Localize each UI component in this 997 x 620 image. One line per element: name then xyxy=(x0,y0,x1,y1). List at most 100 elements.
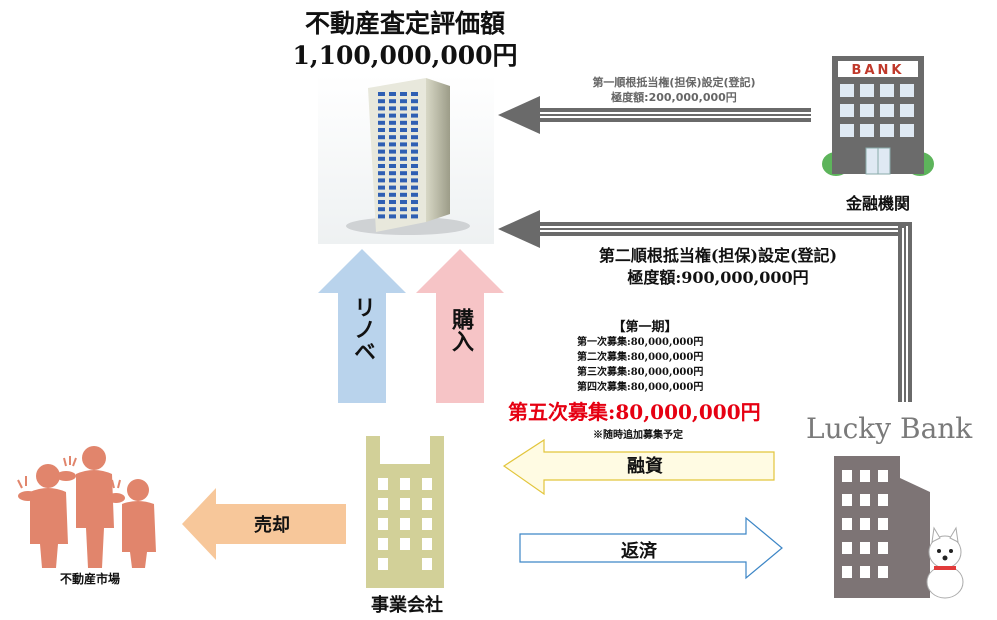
window xyxy=(389,207,396,212)
bank-sign: BANK xyxy=(852,63,905,78)
window xyxy=(378,538,388,550)
window xyxy=(389,185,396,190)
window xyxy=(389,142,396,147)
window xyxy=(400,538,410,550)
window xyxy=(411,185,418,190)
window xyxy=(378,156,385,161)
second-mortgage-line1: 第二順根抵当権(担保)設定(登記) xyxy=(598,246,838,265)
sale-arrow[interactable] xyxy=(182,486,352,562)
window xyxy=(422,478,432,490)
bank-illustration: BANK xyxy=(818,52,938,184)
fundraising-period: 【第一期】 xyxy=(612,320,678,335)
window xyxy=(389,178,396,183)
window xyxy=(378,106,385,111)
tall-building-illustration xyxy=(318,74,494,244)
window xyxy=(422,518,432,530)
first-mortgage-line2: 極度額:200,000,000円 xyxy=(611,91,737,104)
window xyxy=(400,106,407,111)
valuation-title: 不動産査定評価額 xyxy=(304,9,505,38)
window xyxy=(411,156,418,161)
window xyxy=(900,104,914,117)
window xyxy=(411,164,418,168)
window xyxy=(378,185,385,190)
window xyxy=(400,142,407,147)
window xyxy=(411,113,418,118)
window xyxy=(400,207,407,212)
window xyxy=(400,192,407,197)
window xyxy=(878,470,888,482)
window xyxy=(378,478,388,490)
window xyxy=(411,214,418,219)
second-mortgage-arrow xyxy=(498,210,912,402)
window xyxy=(411,142,418,147)
window xyxy=(878,542,888,554)
building-windows xyxy=(378,92,418,219)
window xyxy=(378,99,385,104)
window xyxy=(411,99,418,104)
window xyxy=(389,192,396,197)
window xyxy=(378,192,385,197)
window xyxy=(400,518,410,530)
fundraising-round-4: 第四次募集:80,000,000円 xyxy=(577,382,704,393)
window xyxy=(878,566,888,578)
fundraising-round-2: 第二次募集:80,000,000円 xyxy=(577,352,704,363)
window xyxy=(860,104,874,117)
second-mortgage-line2: 極度額:900,000,000円 xyxy=(627,268,809,287)
window xyxy=(378,171,385,176)
window xyxy=(411,128,418,132)
window xyxy=(400,128,407,132)
purchase-label: 購入 xyxy=(448,308,474,352)
window xyxy=(378,207,385,212)
window xyxy=(411,135,418,140)
window xyxy=(389,128,396,132)
window xyxy=(860,518,870,530)
window xyxy=(840,124,854,137)
window xyxy=(400,178,407,183)
window xyxy=(878,518,888,530)
window xyxy=(400,99,407,104)
window xyxy=(860,494,870,506)
bank-windows xyxy=(840,84,914,137)
repayment-label: 返済 xyxy=(621,541,657,562)
window xyxy=(389,92,396,96)
window xyxy=(411,92,418,96)
window xyxy=(400,200,407,204)
company-windows xyxy=(378,478,432,570)
financing-arrow[interactable] xyxy=(502,438,775,496)
window xyxy=(389,99,396,104)
window xyxy=(378,200,385,204)
flow-arrows xyxy=(502,438,783,580)
window xyxy=(842,566,852,578)
window xyxy=(389,156,396,161)
window xyxy=(842,470,852,482)
window xyxy=(378,120,385,125)
window xyxy=(400,113,407,118)
window xyxy=(860,542,870,554)
window xyxy=(400,149,407,154)
window xyxy=(411,192,418,197)
repayment-arrow[interactable] xyxy=(519,516,783,580)
dog-icon xyxy=(926,526,964,599)
window xyxy=(411,178,418,183)
window xyxy=(400,92,407,96)
window xyxy=(411,149,418,154)
company-label: 事業会社 xyxy=(371,595,443,616)
window xyxy=(389,135,396,140)
up-arrows xyxy=(318,249,504,403)
window xyxy=(400,185,407,190)
renovation-arrow xyxy=(318,249,406,403)
first-mortgage-arrow xyxy=(498,96,811,134)
window xyxy=(400,164,407,168)
window xyxy=(860,84,874,97)
bank-label: 金融機関 xyxy=(845,194,910,213)
window xyxy=(400,156,407,161)
window xyxy=(378,135,385,140)
window xyxy=(378,113,385,118)
window xyxy=(389,164,396,168)
window xyxy=(389,149,396,154)
window xyxy=(400,120,407,125)
renovation-label: リノベ xyxy=(350,296,376,362)
window xyxy=(842,542,852,554)
window xyxy=(400,478,410,490)
